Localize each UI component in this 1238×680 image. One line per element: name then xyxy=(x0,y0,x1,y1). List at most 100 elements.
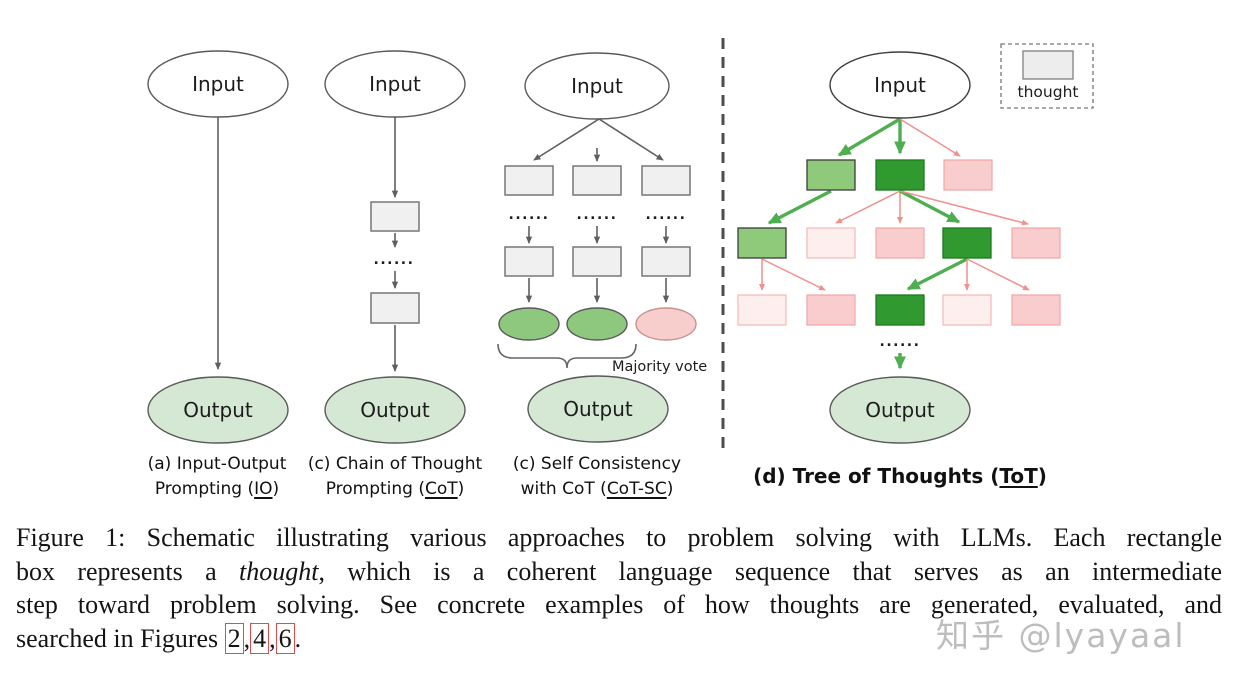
tot-caption-acronym: ToT xyxy=(999,464,1038,488)
tot-node-l3-pink xyxy=(806,294,856,326)
panel-caption-cot-sc: (c) Self Consistency with CoT (CoT-SC) xyxy=(497,452,697,502)
sc-ellipsis-2: ...... xyxy=(577,207,618,223)
sc-input-label: Input xyxy=(571,74,623,98)
panel-io: Input Output xyxy=(147,50,289,444)
tot-edge-pink xyxy=(761,258,826,291)
io-output-label: Output xyxy=(183,398,253,422)
caption-period: . xyxy=(294,623,302,653)
tot-caption-pre: (d) Tree of Thoughts ( xyxy=(753,464,1000,488)
sc-answer-ellipse-green-1 xyxy=(498,307,560,341)
tot-edge-green xyxy=(837,117,901,157)
tot-edge-green xyxy=(906,257,968,291)
majority-vote-label: Majority vote xyxy=(612,359,707,375)
cot-output-label: Output xyxy=(360,398,430,422)
caption-line-2: box represents a thought, which is a coh… xyxy=(16,555,1222,589)
sc-caption-line2-pre: with CoT ( xyxy=(520,479,607,499)
cot-caption-acronym: CoT xyxy=(425,479,458,499)
tot-node-l1-pink xyxy=(943,159,993,191)
tot-input-ellipse xyxy=(829,51,971,119)
panel-caption-tot: (d) Tree of Thoughts (ToT) xyxy=(740,464,1060,488)
panel-cot-sc: Input ...... ...... ...... Majority vote… xyxy=(497,52,707,443)
tot-node-l3-green-dark xyxy=(875,294,925,326)
figure-caption: Figure 1: Schematic illustrating various… xyxy=(16,521,1222,655)
sc-thought-box-1b xyxy=(504,246,554,277)
tot-node-l3-pink-light-2 xyxy=(942,294,992,326)
sc-answer-ellipse-green-2 xyxy=(566,307,628,341)
caption-sep2: , xyxy=(269,623,276,653)
tot-output-ellipse xyxy=(829,376,971,444)
sc-thought-box-3b xyxy=(641,246,691,277)
sc-thought-box-2b xyxy=(572,246,622,277)
sc-input-ellipse xyxy=(524,52,670,120)
sc-output-label: Output xyxy=(563,397,633,421)
cot-thought-box-1 xyxy=(370,201,420,232)
thought-legend-swatch xyxy=(1022,50,1074,80)
figure-ref-4-link[interactable]: 4 xyxy=(250,622,270,654)
tot-node-l2-pink xyxy=(875,227,925,259)
caption-thought-italic: thought xyxy=(239,556,319,586)
cot-caption-line2-post: ) xyxy=(457,479,465,499)
tot-node-l3-pink-2 xyxy=(1011,294,1061,326)
figure-diagram: Input Output Input ...... Output Input .… xyxy=(147,38,1094,456)
tot-edge-pink xyxy=(899,190,1029,226)
sc-caption-acronym: CoT-SC xyxy=(606,479,667,499)
caption-line4-pre: searched in Figures xyxy=(16,623,225,653)
io-caption-acronym: IO xyxy=(254,479,273,499)
figure-ref-2-link[interactable]: 2 xyxy=(224,622,244,654)
caption-line-1: Figure 1: Schematic illustrating various… xyxy=(16,521,1222,555)
sc-ellipsis-3: ...... xyxy=(646,207,687,223)
tot-node-l1-green-dark xyxy=(875,159,925,191)
tot-input-label: Input xyxy=(874,73,926,97)
io-caption-line2-post: ) xyxy=(272,479,280,499)
cot-caption-line2-pre: Prompting ( xyxy=(325,479,425,499)
sc-output-ellipse xyxy=(527,375,669,443)
tot-edge-pink xyxy=(966,258,1030,291)
tot-output-label: Output xyxy=(865,398,935,422)
panel-caption-cot: (c) Chain of Thought Prompting (CoT) xyxy=(295,452,495,502)
panel-caption-io: (a) Input-Output Prompting (IO) xyxy=(117,452,317,502)
sc-caption-line2-post: ) xyxy=(666,479,674,499)
tot-node-l3-pink-light xyxy=(737,294,787,326)
cot-thought-box-2 xyxy=(370,292,420,324)
caption-line1-text: Figure 1: Schematic illustrating various… xyxy=(16,523,1222,552)
panel-cot: Input ...... Output xyxy=(324,50,466,444)
tot-node-l2-pink-2 xyxy=(1011,227,1061,259)
io-caption-line2-pre: Prompting ( xyxy=(154,479,255,499)
panel-tot: thought Input xyxy=(737,43,1094,444)
io-input-ellipse xyxy=(147,50,289,118)
cot-input-ellipse xyxy=(324,50,466,118)
sc-ellipsis-1: ...... xyxy=(509,207,550,223)
cot-input-label: Input xyxy=(369,72,421,96)
tot-edge-green xyxy=(767,189,832,225)
io-input-label: Input xyxy=(192,72,244,96)
cot-caption-line1: (c) Chain of Thought xyxy=(307,454,483,474)
tot-node-l2-green-dark xyxy=(942,227,992,259)
sc-thought-box-3a xyxy=(641,165,691,196)
tot-ellipsis: ...... xyxy=(880,334,921,350)
caption-sep1: , xyxy=(243,623,251,653)
thought-legend-label: thought xyxy=(1018,83,1079,101)
zhihu-watermark: 知乎 @lyayaal xyxy=(936,616,1186,655)
figure-ref-6-link[interactable]: 6 xyxy=(275,622,295,654)
tot-node-l2-pink-light xyxy=(806,227,856,259)
tot-node-l2-green-mid xyxy=(737,227,787,259)
caption-line-4: searched in Figures 2,4,6. xyxy=(16,622,1222,656)
io-caption-line1: (a) Input-Output xyxy=(147,454,287,474)
tot-edge-pink xyxy=(835,190,901,224)
sc-arrow-left xyxy=(533,118,600,161)
majority-vote-brace xyxy=(497,343,637,369)
tot-node-l1-green-mid xyxy=(806,159,856,191)
caption-line2-pre: box represents a xyxy=(16,556,239,586)
tot-edge-green xyxy=(899,189,961,224)
cot-ellipsis: ...... xyxy=(374,252,415,268)
sc-thought-box-1a xyxy=(504,165,554,196)
io-output-ellipse xyxy=(147,376,289,444)
sc-thought-box-2a xyxy=(572,165,622,196)
caption-line2-post: , which is a coherent language sequence … xyxy=(318,556,1222,586)
sc-caption-line1: (c) Self Consistency xyxy=(512,454,682,474)
tot-edge-pink xyxy=(899,118,961,157)
caption-line-3: step toward problem solving. See concret… xyxy=(16,588,1222,622)
caption-line3-text: step toward problem solving. See concret… xyxy=(16,590,1222,619)
sc-arrow-right xyxy=(598,118,664,161)
